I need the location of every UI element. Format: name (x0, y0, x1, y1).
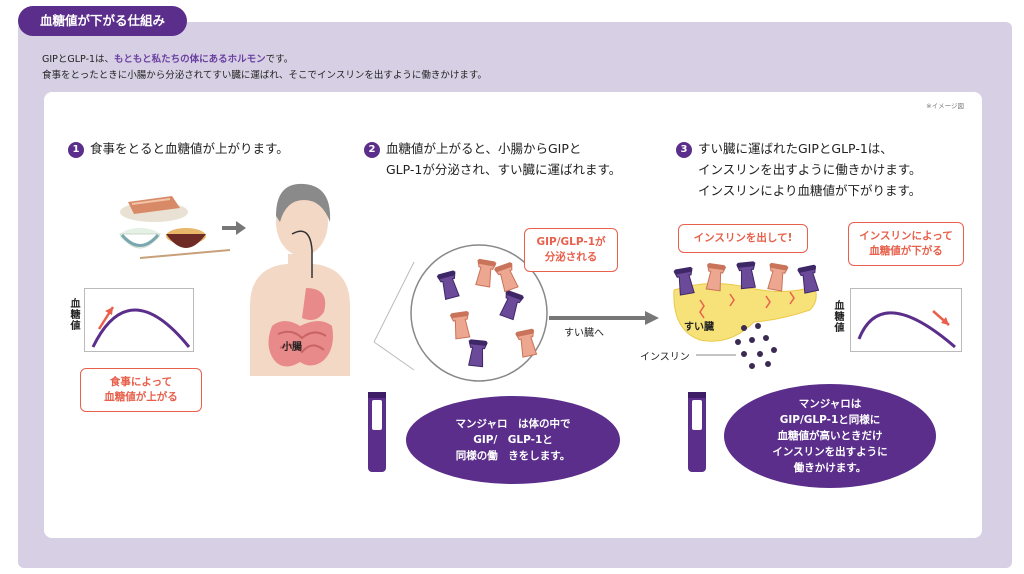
glp1-hormone-icon (449, 311, 471, 340)
human-body-illustration (250, 183, 350, 376)
insulin-label: インスリン (640, 352, 690, 363)
glucose-fall-chart (850, 288, 962, 352)
step-3-line-2: インスリンを出すように働きかけます。 (698, 162, 922, 177)
step-3-line-3: インスリンにより血糖値が下がります。 (698, 183, 922, 198)
glucose-rise-curve (91, 306, 191, 348)
glp1-hormone-icon (705, 263, 727, 292)
to-pancreas-label: すい臓へ (564, 328, 604, 339)
intro-text: GIPとGLP-1は、もともと私たちの体にあるホルモンです。 食事をとったときに… (42, 52, 487, 84)
step-1-number: 1 (68, 142, 84, 158)
glucose-fall-curve (857, 310, 956, 349)
intro-suffix: です。 (265, 54, 294, 65)
intro-highlight: もともと私たちの体にあるホルモン (114, 54, 266, 65)
gip-hormone-icon (673, 266, 695, 296)
mounjaro-oval-right-text: マンジャロは GIP/GLP-1と同様に 血糖値が高いときだけ インスリンを出す… (772, 398, 888, 474)
glp1-hormone-icon (515, 328, 538, 358)
secreted-callout: GIP/GLP-1が 分泌される (524, 228, 618, 272)
step-1-line-1: 食事をとると血糖値が上がります。 (90, 141, 289, 156)
pancreas-label: すい臓 (684, 322, 714, 333)
glp1-hormone-icon (767, 262, 789, 292)
step-2-number: 2 (364, 142, 380, 158)
intro-prefix: GIPとGLP-1は、 (42, 54, 115, 65)
insulin-dots (735, 323, 777, 369)
intro-line-1: GIPとGLP-1は、もともと私たちの体にあるホルモンです。 (42, 52, 487, 68)
diagram-panel: ※イメージ図 1 食事をとると血糖値が上がります。 2 血糖値が上がると、小腸からG… (44, 92, 982, 538)
step-2-line-2: GLP-1が分泌され、すい臓に運ばれます。 (386, 162, 622, 177)
pen-device-right-icon (688, 392, 706, 472)
step-3-line-1: すい臓に運ばれたGIPとGLP-1は、 (698, 141, 893, 156)
page-title: 血糖値が下がる仕組み (18, 6, 188, 36)
glucose-axis-label-left: 血糖値 (68, 298, 79, 331)
insulin-out-callout: インスリンを出して! (678, 224, 808, 253)
gip-hormone-icon (797, 264, 820, 294)
pen-device-left-icon (368, 392, 386, 472)
meal-callout: 食事によって 血糖値が上がる (80, 368, 202, 412)
zoom-lines (373, 261, 415, 371)
intro-line-2: 食事をとったときに小腸から分泌されてすい臓に運ばれ、そこでインスリンを出すように… (42, 70, 487, 81)
step-3-number: 3 (676, 142, 692, 158)
glp1-hormone-icon (475, 258, 497, 288)
small-intestine-label: 小腸 (282, 342, 302, 353)
step-1-heading: 1 食事をとると血糖値が上がります。 (68, 138, 289, 159)
gip-hormone-icon (468, 339, 488, 368)
arrow-to-pancreas-icon (549, 311, 659, 325)
step-2-line-1: 血糖値が上がると、小腸からGIPと (386, 141, 582, 156)
mounjaro-oval-right: マンジャロは GIP/GLP-1と同様に 血糖値が高いときだけ インスリンを出す… (724, 384, 936, 488)
insulin-lower-callout: インスリンによって 血糖値が下がる (848, 222, 964, 266)
arrow-right-icon (222, 221, 246, 235)
mounjaro-oval-left-text: マンジャロ は体の中で GIP/ GLP-1と 同様の働 きをします。 (455, 418, 571, 462)
gip-hormone-icon (436, 270, 460, 300)
step-2-heading: 2 血糖値が上がると、小腸からGIPと GLP-1が分泌され、すい臓に運ばれます。 (364, 138, 621, 180)
gip-hormone-icon (499, 290, 525, 321)
glucose-axis-label-right: 血糖値 (832, 300, 843, 333)
meal-illustration (119, 196, 231, 259)
glp1-hormone-icon (493, 262, 519, 293)
insulin-pointer-line (696, 354, 736, 356)
image-note: ※イメージ図 (926, 102, 964, 110)
glucose-rise-chart (84, 288, 194, 352)
mounjaro-oval-left: マンジャロ は体の中で GIP/ GLP-1と 同様の働 きをします。 (406, 396, 620, 484)
gip-hormone-icon (736, 261, 756, 290)
